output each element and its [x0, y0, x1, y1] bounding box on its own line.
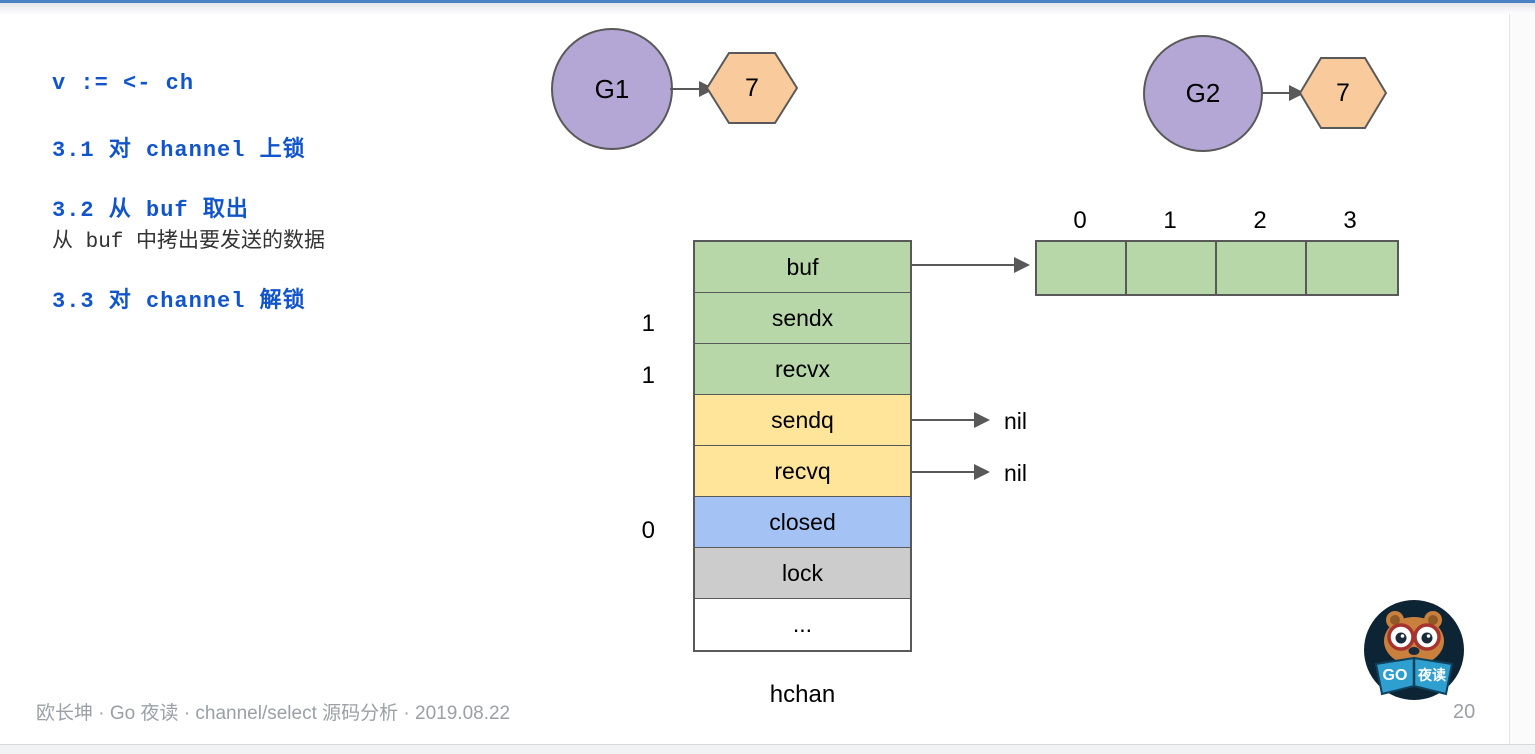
- g1-to-value-arrow: [670, 81, 715, 97]
- g2-to-value-arrow: [1261, 85, 1305, 101]
- buffer-cell-3: [1307, 242, 1397, 294]
- page-number: 20: [1453, 701, 1476, 723]
- g1-value-label: 7: [745, 73, 759, 102]
- hchan-row-closed: closed: [695, 497, 910, 548]
- buf-to-array-arrow: [910, 257, 1030, 273]
- right-chrome-band: [1510, 14, 1535, 744]
- step-3-1-label: 3.1 对 channel 上锁: [52, 138, 306, 163]
- hchan-row-sendq: sendq: [695, 395, 910, 446]
- sendq-to-nil-arrow: [910, 412, 990, 428]
- recvq-nil-label: nil: [1004, 460, 1028, 486]
- bottom-chrome-band: [0, 745, 1535, 754]
- logo-text-go: GO: [1383, 667, 1408, 684]
- top-accent-bar: [0, 0, 1535, 3]
- g1-value-hexagon: 7: [706, 52, 798, 124]
- buffer-index-1: 1: [1163, 207, 1177, 234]
- hchan-struct-table: buf sendx recvx sendq recvq closed lock …: [693, 240, 912, 652]
- hchan-row-ellipsis: ...: [695, 599, 910, 650]
- goroutine-g1-label: G1: [594, 73, 630, 104]
- goroutine-g2-node: G2: [1143, 35, 1263, 152]
- g2-value-hexagon: 7: [1299, 57, 1387, 129]
- hchan-closed-value: 0: [641, 517, 655, 544]
- buffer-cell-1: [1127, 242, 1217, 294]
- step-3-3-label: 3.3 对 channel 解锁: [52, 289, 306, 314]
- step-3-2-note: 从 buf 中拷出要发送的数据: [52, 231, 326, 254]
- hchan-recvx-value: 1: [641, 362, 655, 389]
- goroutine-g1-node: G1: [551, 28, 673, 150]
- go-night-reading-logo-icon: GO 夜读: [1364, 600, 1464, 700]
- buffer-index-2: 2: [1253, 207, 1267, 234]
- buffer-index-3: 3: [1343, 207, 1357, 234]
- g2-value-label: 7: [1336, 78, 1350, 107]
- goroutine-g2-label: G2: [1185, 78, 1221, 108]
- buffer-array: [1035, 240, 1399, 296]
- hchan-caption: hchan: [769, 681, 836, 708]
- code-expression: v := <- ch: [52, 71, 195, 96]
- footer-credit: 欧长坤 · Go 夜读 · channel/select 源码分析 · 2019…: [36, 703, 511, 724]
- step-3-2-label: 3.2 从 buf 取出: [52, 198, 249, 223]
- recvq-to-nil-arrow: [910, 464, 990, 480]
- top-chrome-band: [0, 3, 1535, 14]
- hchan-row-sendx: sendx: [695, 293, 910, 344]
- bottom-edge-divider: [0, 744, 1535, 745]
- logo-text-cn: 夜读: [1417, 667, 1446, 683]
- hchan-row-recvq: recvq: [695, 446, 910, 497]
- hchan-row-buf: buf: [695, 242, 910, 293]
- buffer-index-0: 0: [1073, 207, 1087, 234]
- sendq-nil-label: nil: [1004, 408, 1028, 434]
- buffer-cell-0: [1037, 242, 1127, 294]
- hchan-row-recvx: recvx: [695, 344, 910, 395]
- buffer-index-row: 0 1 2 3: [1035, 207, 1395, 235]
- hchan-row-lock: lock: [695, 548, 910, 599]
- buffer-cell-2: [1217, 242, 1307, 294]
- right-edge-divider: [1509, 14, 1510, 744]
- hchan-sendx-value: 1: [641, 310, 655, 337]
